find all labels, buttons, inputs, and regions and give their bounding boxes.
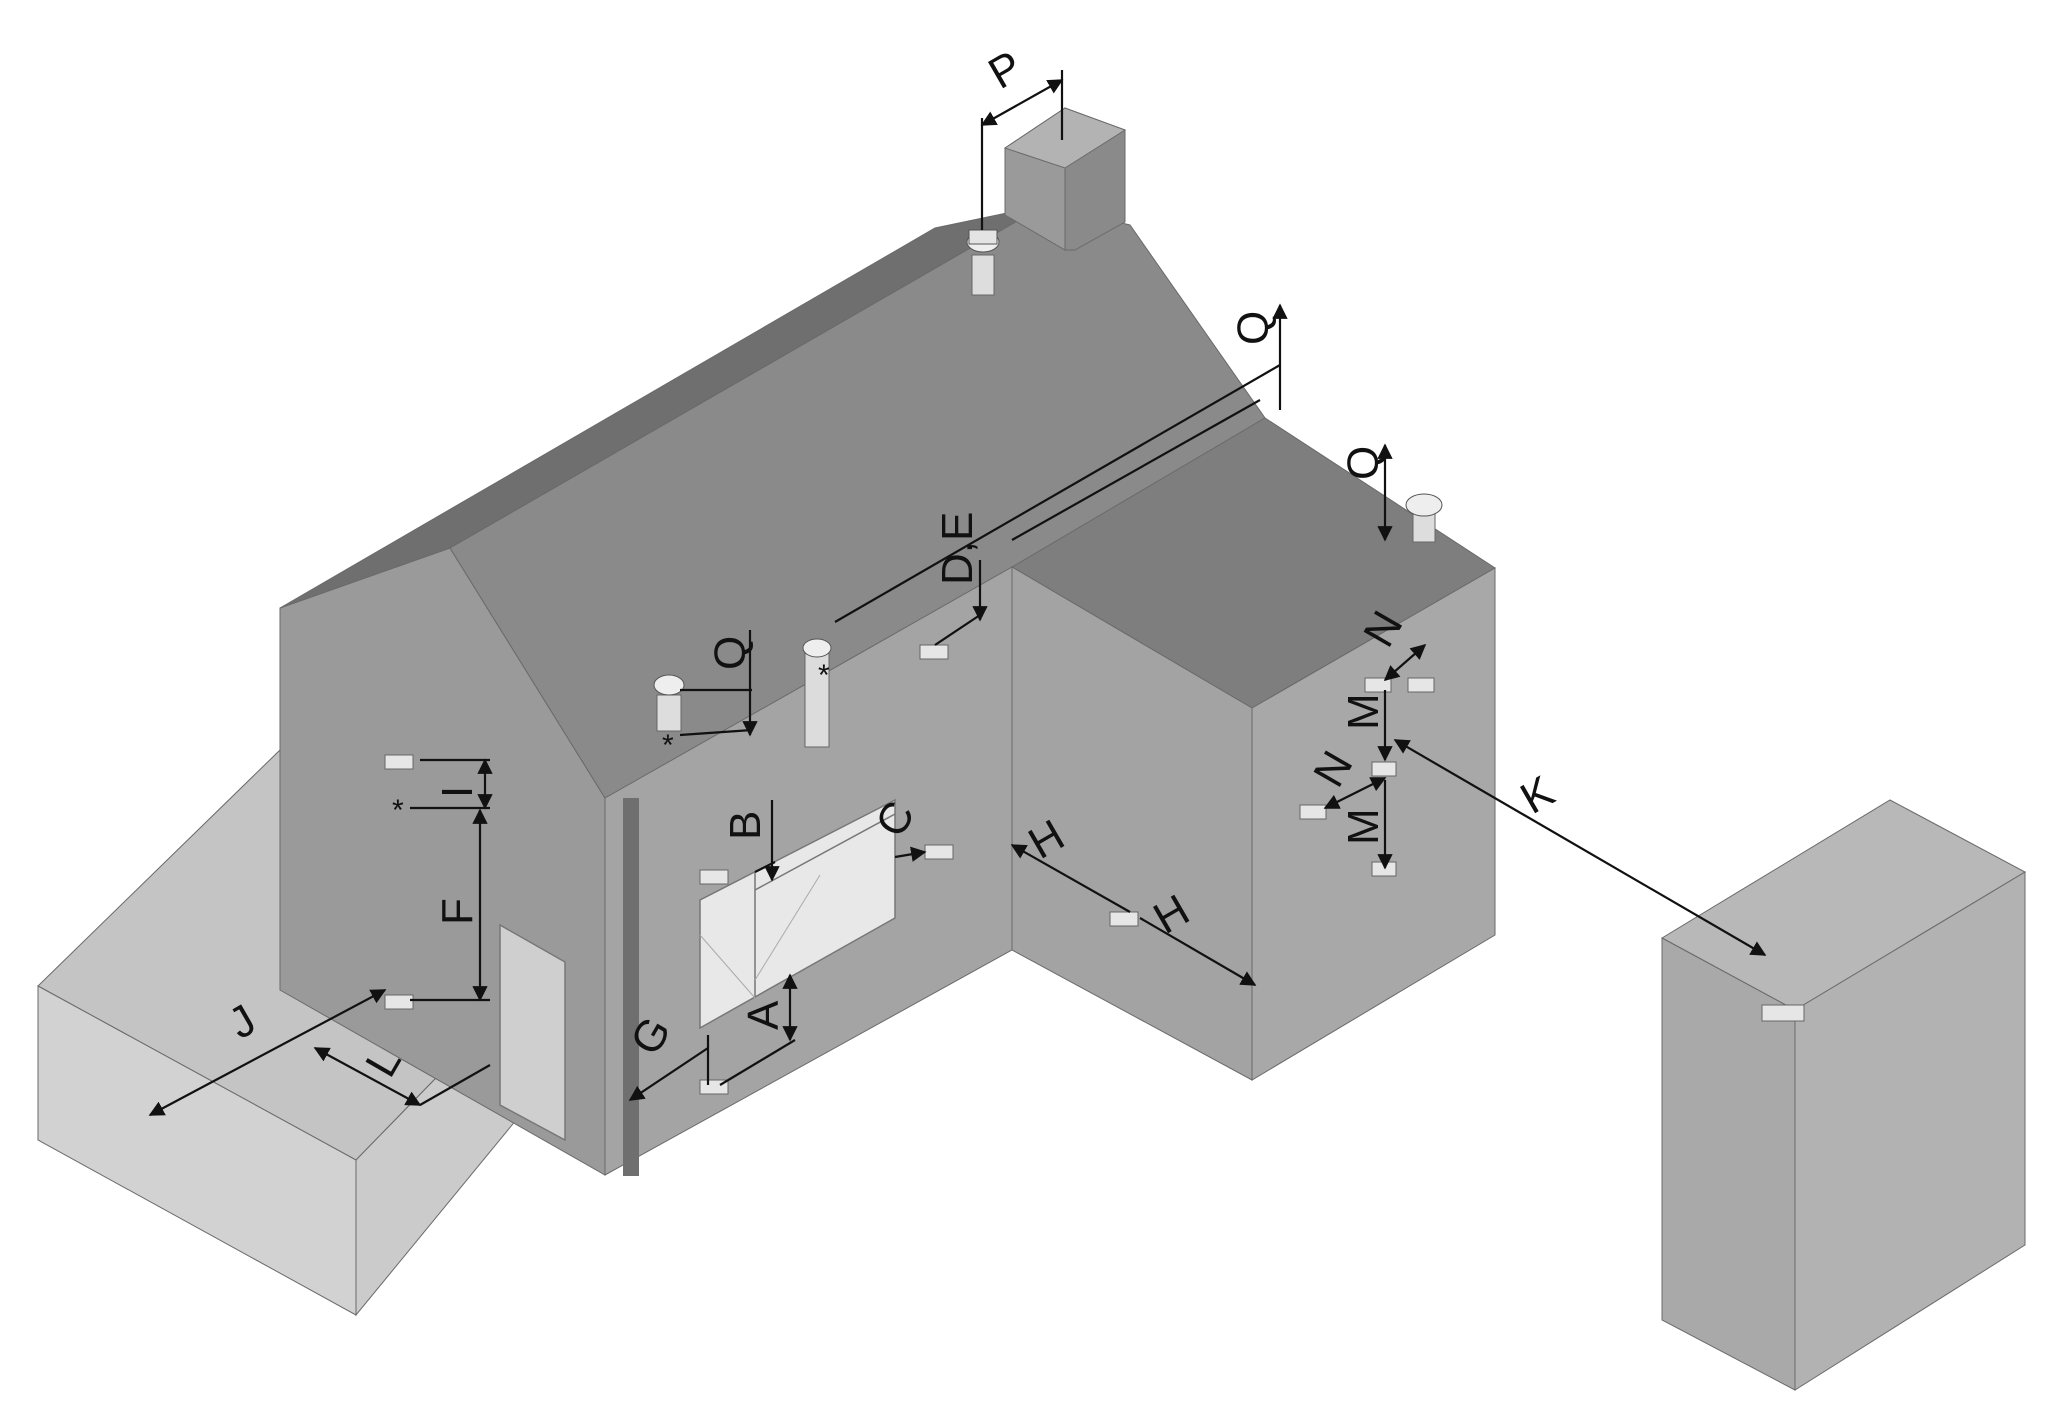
label-i: I — [433, 786, 482, 798]
wall-terminal-icon — [1407, 677, 1435, 693]
label-b: B — [721, 811, 770, 840]
extension — [1011, 417, 1496, 1081]
wall-terminal-icon — [699, 869, 729, 885]
box-side — [1794, 871, 2026, 1391]
detached-building — [1660, 799, 2027, 1391]
wall-terminal-icon — [919, 644, 949, 660]
wall-terminal-icon — [1761, 1004, 1805, 1022]
wall-terminal-icon — [924, 844, 954, 860]
dimension-lines — [148, 70, 1767, 1116]
label-f: F — [433, 898, 482, 925]
features — [499, 798, 896, 1176]
label-a: A — [739, 1000, 788, 1030]
wall-terminal-icon — [384, 754, 414, 770]
wall-terminal-icon — [384, 994, 414, 1010]
label-m-upper: M — [1339, 693, 1388, 730]
wall-terminal-icon — [1371, 761, 1397, 777]
window-frame — [699, 798, 896, 1030]
roof-terminal-icon — [653, 674, 685, 732]
vertical-flue-icon — [802, 638, 832, 748]
label-star: * — [818, 659, 830, 692]
downpipe — [623, 798, 639, 1176]
porch-door — [499, 923, 566, 1142]
label-star: * — [392, 794, 404, 827]
label-de: D,E — [933, 512, 982, 585]
label-p: P — [981, 42, 1031, 99]
window-diag-1 — [699, 934, 756, 999]
label-q-left: Q — [706, 636, 755, 670]
label-q-top: Q — [1229, 311, 1278, 345]
label-k: K — [1513, 767, 1563, 824]
dimension-labels: P Q Q Q D,E N M N M K I F B C H H A G J … — [221, 42, 1563, 1085]
wall-terminal-icon — [1299, 804, 1327, 820]
window-diag-2 — [754, 874, 821, 981]
terminals — [384, 229, 1805, 1095]
roof-terminal-icon — [1405, 493, 1443, 543]
wall-terminal-icon — [1364, 677, 1392, 693]
wall-terminal-icon — [1109, 911, 1139, 927]
label-m-lower: M — [1339, 808, 1388, 845]
label-star: * — [662, 729, 674, 762]
label-q-right: Q — [1339, 446, 1388, 480]
roof-terminal-icon — [966, 229, 1000, 296]
